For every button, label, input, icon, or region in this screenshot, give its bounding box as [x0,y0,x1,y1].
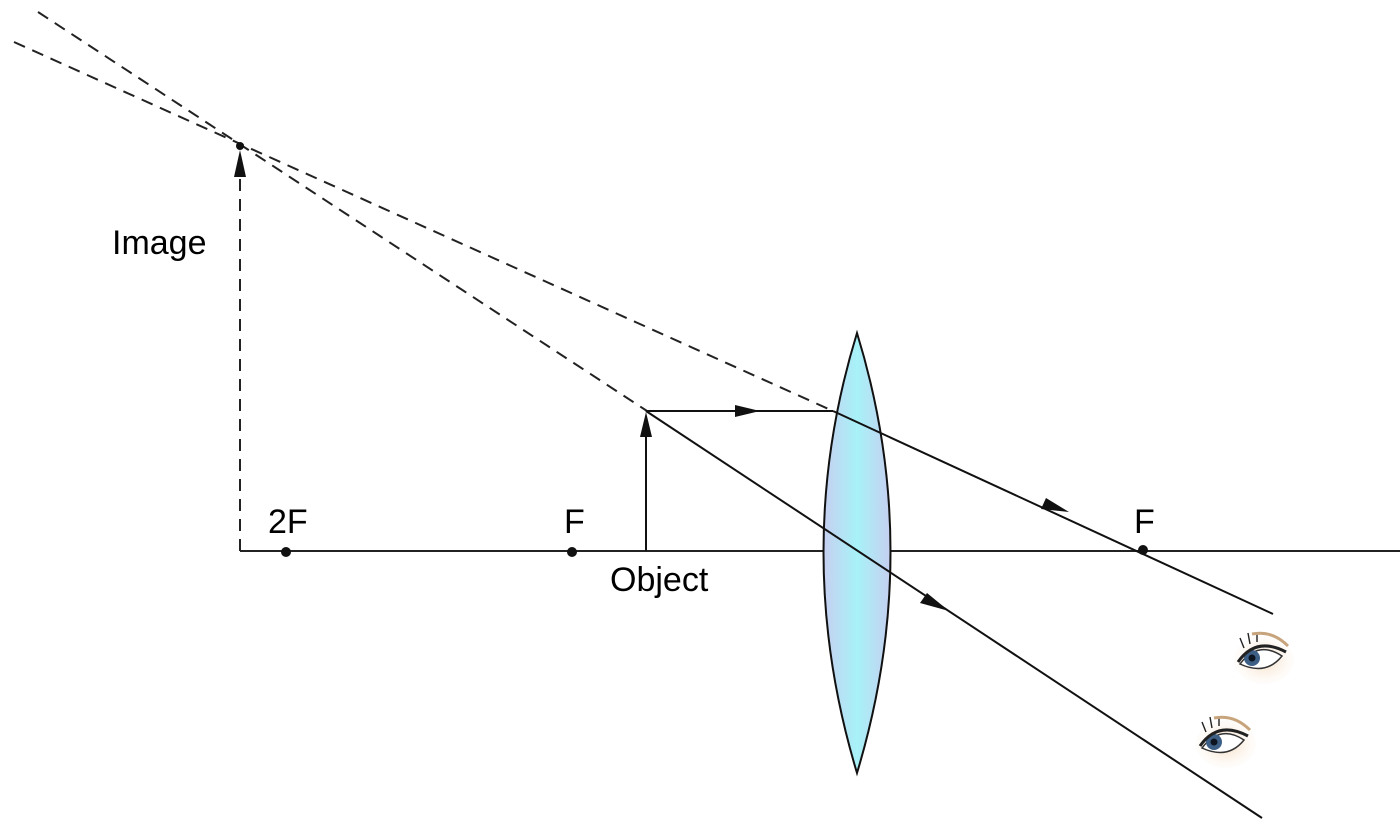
eye-icon [1196,715,1256,768]
focal-point-left [567,547,577,557]
image-tip-point [236,142,244,150]
twice-focal-label: 2F [268,503,308,541]
virtual-ray-parallel [13,41,834,412]
virtual-ray-center [37,11,648,412]
twice-focal-point [281,547,291,557]
ray-parallel-arrowhead [735,405,760,417]
focal-label-left: F [564,503,585,541]
image-arrowhead [234,150,246,177]
focal-label-right: F [1134,503,1155,541]
focal-point-right [1138,545,1148,555]
eye-icon [1234,631,1294,684]
ray-parallel-refracted [832,410,1274,615]
convex-lens [822,329,892,777]
ray-center-arrowhead [920,593,949,611]
ray-through-center [645,410,1263,819]
image-label: Image [112,224,207,262]
object-arrowhead [640,412,652,437]
ray-refracted-arrowhead [1041,498,1069,512]
object-label: Object [610,561,709,599]
